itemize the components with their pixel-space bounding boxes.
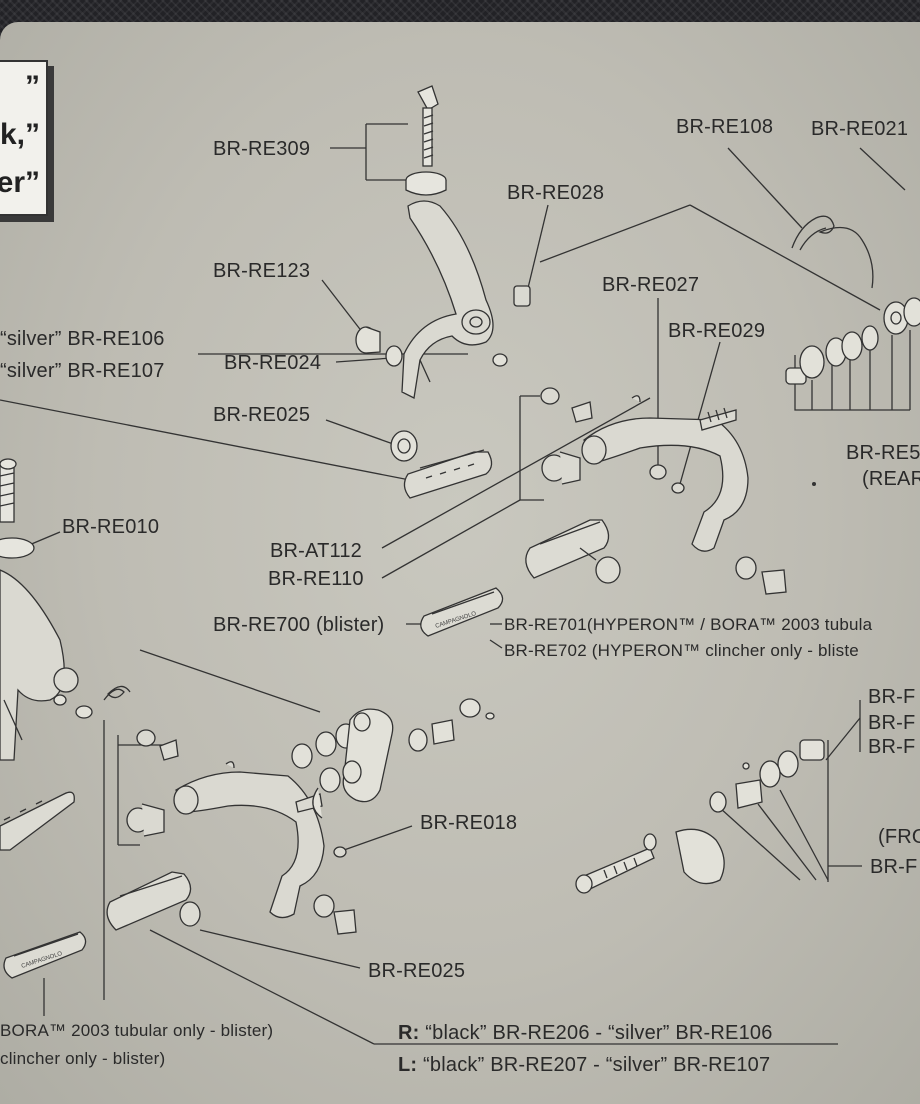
brake-shoe-bottom [106,871,201,931]
label-br-re010: BR-RE010 [62,516,160,538]
center-bolt-top [405,85,447,196]
label-br-re700: BR-RE700 (blister) [213,614,385,636]
badge-line-1: ” [25,70,40,103]
label-br-re110: BR-RE110 [268,568,364,590]
dot-mark [812,482,816,486]
caliper-arm-bottom [126,729,357,935]
caliper-arm-right [540,387,787,595]
spring-left [53,685,131,719]
caliper-arm-left [0,569,79,761]
label-br-re309: BR-RE309 [213,138,311,160]
label-br-re108: BR-RE108 [676,116,774,138]
label-br-re018: BR-RE018 [420,812,518,834]
label-br-at112: BR-AT112 [270,540,363,562]
label-clincher-bottom: clincher only - blister) [0,1049,166,1068]
front-mount-hardware [575,739,825,894]
label-silver-re106: “silver” BR-RE106 [0,328,165,350]
label-bora-bottom: BORA™ 2003 tubular only - blister) [0,1021,274,1040]
label-br-f-4: BR-F [870,856,918,878]
label-br-f-3: BR-F [868,736,916,758]
center-bolt-left [0,458,35,559]
label-br-re027: BR-RE027 [602,274,700,296]
label-br-f-2: BR-F [868,712,916,734]
label-br-re029: BR-RE029 [668,320,766,342]
pivot-hardware-bottom [291,698,495,819]
label-br-re5-partial: BR-RE5 [846,442,920,464]
label-rear-partial: (REAR [862,468,920,490]
badge-line-2: k,” [0,118,40,151]
label-silver-re107: “silver” BR-RE107 [0,360,165,382]
title-badge: ” k,” er” [0,60,48,216]
badge-line-3: er” [0,166,40,199]
label-br-re028: BR-RE028 [507,182,605,204]
parts-diagram-sheet [0,22,920,1104]
legend-left-text: “black” BR-RE207 - “silver” BR-RE107 [423,1054,771,1076]
label-br-re702: BR-RE702 (HYPERON™ clincher only - blist… [504,641,859,660]
legend-left-key: L: [398,1054,418,1076]
washer-stack-top-right [785,297,920,385]
brake-shoe-right [525,519,621,584]
spare-pad-bottom-left [3,931,87,979]
label-br-re024: BR-RE024 [224,352,322,374]
legend-right-text: “black” BR-RE206 - “silver” BR-RE106 [425,1022,773,1044]
label-br-f-1: BR-F [868,686,916,708]
label-br-re021: BR-RE021 [811,118,909,140]
spare-pad-middle [420,587,504,637]
brake-shoe-left [0,791,75,851]
legend-right-key: R: [398,1022,420,1044]
brake-shoe-top-left [403,449,493,499]
label-br-re025-top: BR-RE025 [213,404,311,426]
label-front-partial: (FRO [878,826,920,848]
small-parts-top [355,326,508,462]
caliper-arm-top [401,200,531,399]
legend-right-caliper: R: “black” BR-RE206 - “silver” BR-RE106 [398,1022,773,1044]
label-br-re123: BR-RE123 [213,260,311,282]
label-br-re025-bottom: BR-RE025 [368,960,466,982]
label-br-re701: BR-RE701(HYPERON™ / BORA™ 2003 tubula [504,615,873,634]
legend-left-caliper: L: “black” BR-RE207 - “silver” BR-RE107 [398,1054,770,1076]
return-spring-top [791,215,874,289]
